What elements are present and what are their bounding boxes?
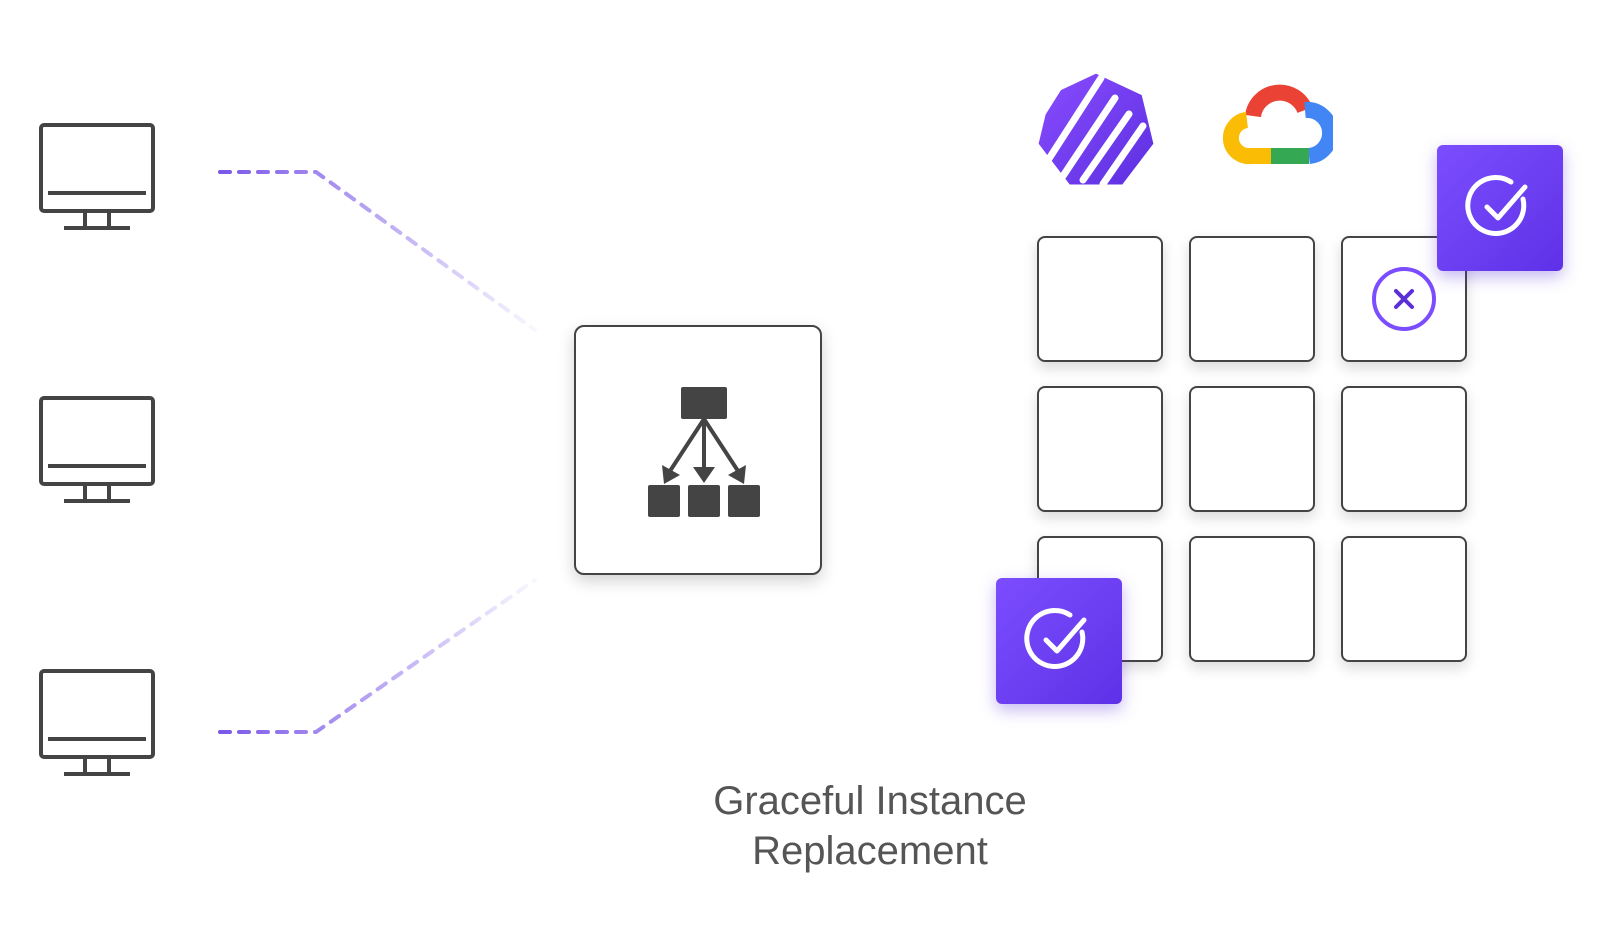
caption-line-1: Graceful Instance bbox=[713, 779, 1027, 823]
monitor-icon bbox=[39, 669, 155, 776]
monitor-icon bbox=[39, 123, 155, 230]
new-instance-card bbox=[996, 578, 1122, 704]
hierarchy-icon bbox=[648, 387, 760, 517]
new-instance-card bbox=[1437, 145, 1563, 271]
instance-cell bbox=[1189, 536, 1315, 662]
client-line-top bbox=[218, 170, 537, 332]
monitor-icon bbox=[39, 396, 155, 503]
caption-line-2: Replacement bbox=[752, 829, 988, 873]
instance-cell bbox=[1189, 236, 1315, 362]
diagram-caption: Graceful Instance Replacement bbox=[620, 776, 1120, 876]
instance-cell bbox=[1341, 536, 1467, 662]
check-circle-icon bbox=[1465, 175, 1528, 236]
instance-cell bbox=[1341, 386, 1467, 512]
client-line-bottom bbox=[218, 578, 537, 734]
check-circle-icon bbox=[1024, 608, 1087, 669]
google-cloud-icon bbox=[1223, 84, 1333, 165]
spot-logo-icon bbox=[1035, 70, 1157, 188]
instance-cell bbox=[1037, 386, 1163, 512]
instance-cell bbox=[1189, 386, 1315, 512]
x-circle-icon bbox=[1372, 267, 1436, 331]
instance-cell bbox=[1037, 236, 1163, 362]
load-balancer-box bbox=[574, 325, 822, 575]
